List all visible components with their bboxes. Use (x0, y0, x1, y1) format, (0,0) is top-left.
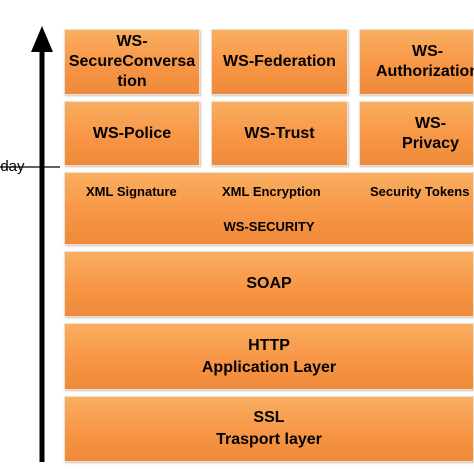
application-layer-label: Application Layer (201, 358, 337, 376)
ws-secureconversation-line-3: tion (117, 73, 147, 90)
security-tokens-label: Security Tokens (370, 184, 470, 199)
ws-trust-label: WS-Trust (244, 124, 315, 142)
ws-police-block: WS-Police (64, 101, 200, 166)
ws-authorization-block: WS- Authorization (359, 29, 474, 95)
timeline-arrow-head (31, 26, 53, 52)
http-label: HTTP (248, 336, 290, 354)
ws-secureconversation-line-1: WS- (116, 33, 148, 50)
ws-security-label: WS-SECURITY (223, 219, 315, 234)
ws-security-block: XML Signature XML Encryption Security To… (64, 172, 474, 245)
today-marker-label: oday (0, 158, 25, 175)
ws-privacy-block: WS-Privacy (359, 101, 474, 166)
soap-label: SOAP (246, 275, 292, 292)
ws-police-label: WS-Police (92, 124, 172, 142)
ws-federation-block: WS-Federation (211, 29, 348, 95)
transport-layer-label: Trasport layer (216, 431, 322, 448)
http-block: HTTP Application Layer (64, 323, 474, 390)
ws-trust-block: WS-Trust (211, 101, 348, 166)
ws-federation-label: WS-Federation (223, 53, 336, 70)
soap-block: SOAP (64, 251, 474, 317)
ws-secureconversation-block: WS- SecureConversa tion (64, 29, 200, 95)
ws-secureconversation-line-2: SecureConversa (68, 53, 196, 70)
ws-authorization-line-1: WS- (411, 43, 444, 60)
xml-signature-label: XML Signature (86, 184, 177, 199)
ws-authorization-line-2: Authorization (376, 63, 474, 80)
xml-encryption-label: XML Encryption (222, 184, 321, 199)
ssl-label: SSL (253, 409, 285, 426)
ws-privacy-label: WS-Privacy (402, 114, 459, 152)
ssl-block: SSL Trasport layer (64, 396, 474, 462)
